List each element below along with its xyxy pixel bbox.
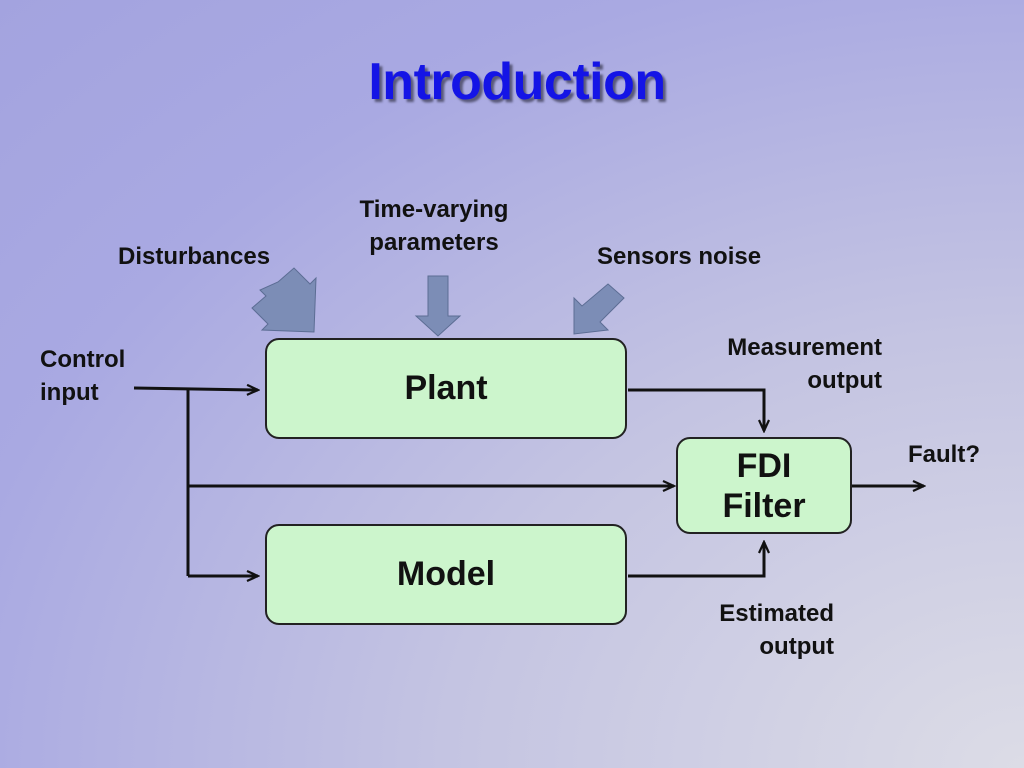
- time-varying-line1: Time-varying: [359, 196, 509, 223]
- plant-block: Plant: [265, 338, 627, 439]
- fault-label: Fault?: [908, 441, 980, 468]
- measurement-output-label: Measurement output: [682, 331, 882, 397]
- fdi-line1: FDI: [736, 446, 792, 485]
- time-varying-parameter-arrow-icon: [414, 275, 462, 337]
- plant-label: Plant: [404, 369, 488, 407]
- disturbance-arrow-icon: [251, 267, 317, 333]
- control-input-label: Control input: [40, 343, 125, 409]
- fdi-line2: Filter: [722, 486, 806, 525]
- sensor-noise-arrow-icon: [573, 283, 625, 335]
- disturbances-label: Disturbances: [118, 243, 271, 270]
- measurement-line1: Measurement: [727, 334, 882, 361]
- estimated-output-wire: [628, 542, 764, 578]
- control-input-line1: Control: [40, 346, 126, 373]
- measurement-output-wire: [628, 388, 764, 431]
- estimated-line1: Estimated: [719, 600, 834, 627]
- model-label: Model: [396, 555, 496, 593]
- time-varying-line2: parameters: [369, 229, 499, 256]
- fdi-filter-block: FDI Filter: [676, 437, 852, 534]
- time-varying-parameters-label: Time-varying parameters: [334, 193, 534, 259]
- slide-title: Introduction: [368, 53, 666, 111]
- estimated-line2: output: [759, 633, 834, 660]
- model-block: Model: [265, 524, 627, 625]
- control-input-wire: [133, 388, 674, 576]
- sensors-noise-label: Sensors noise: [597, 243, 762, 270]
- control-input-line2: input: [40, 379, 99, 406]
- measurement-line2: output: [807, 367, 882, 394]
- estimated-output-label: Estimated output: [674, 597, 834, 663]
